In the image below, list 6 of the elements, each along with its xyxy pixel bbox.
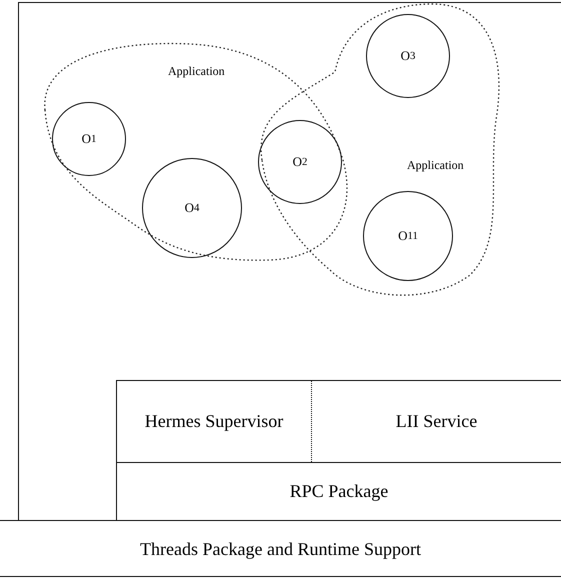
layer-box: LII Service bbox=[311, 380, 561, 462]
region-label: Application bbox=[168, 64, 225, 79]
layer-box: RPC Package bbox=[116, 462, 561, 520]
layer-box: Threads Package and Runtime Support bbox=[0, 520, 561, 577]
region-label: Application bbox=[407, 158, 464, 173]
layer-box: Hermes Supervisor bbox=[116, 380, 311, 462]
